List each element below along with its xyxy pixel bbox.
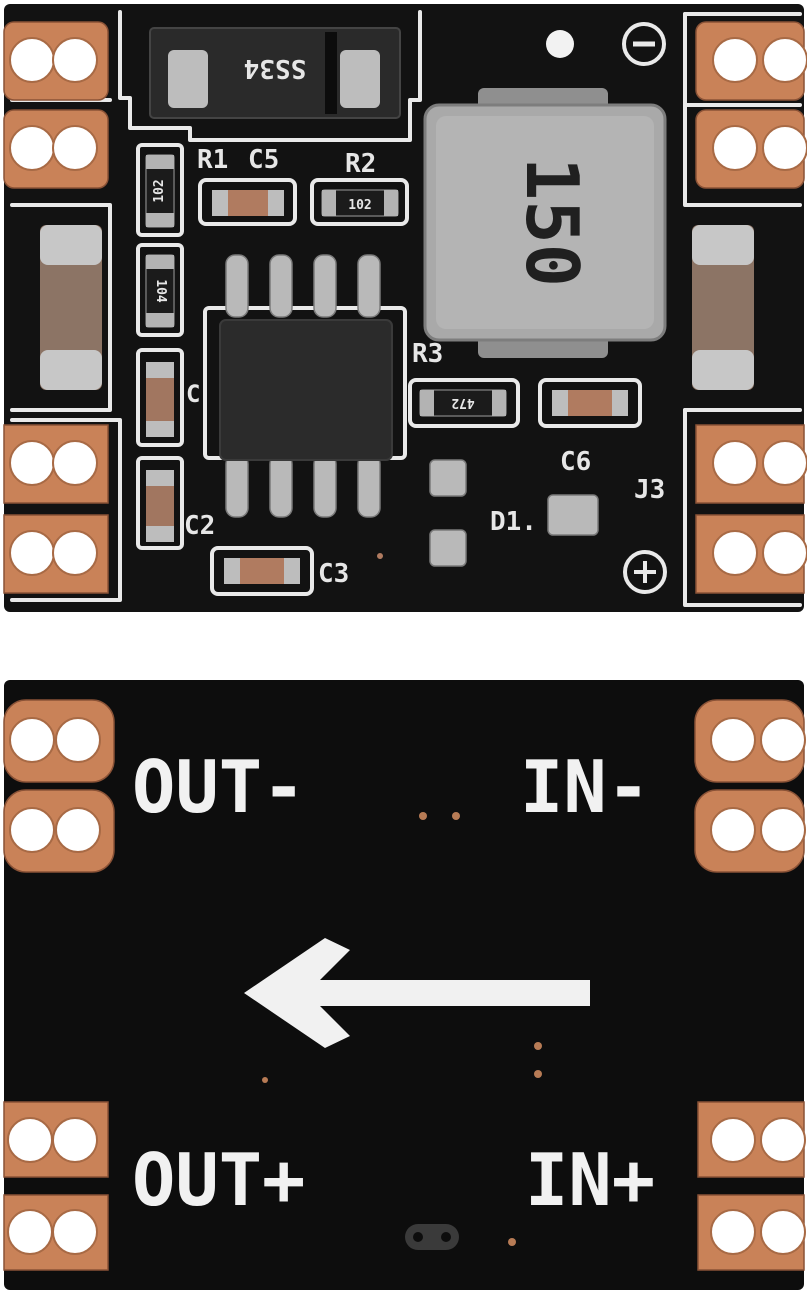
resistor-r3-marking: 472	[451, 395, 474, 410]
pad-group-right-bottom	[695, 424, 807, 594]
label-c2: C2	[184, 511, 215, 541]
label-r2: R2	[345, 149, 376, 179]
capacitor-left-large	[40, 225, 102, 390]
diode-d1-pads	[429, 459, 599, 567]
inductor-150: 150	[423, 88, 667, 358]
pad-group-left-bottom-bottomboard	[3, 1101, 109, 1271]
label-d1: D1.	[490, 507, 537, 537]
label-c-partial: C	[186, 380, 200, 408]
label-j3: J3	[634, 475, 665, 505]
pad-group-left-top-bottomboard	[3, 699, 115, 873]
inductor-marking: 150	[510, 157, 594, 287]
capacitor-c3	[224, 558, 300, 584]
vias	[262, 812, 542, 1246]
label-out-plus: OUT+	[132, 1138, 305, 1222]
label-in-minus: IN-	[520, 745, 650, 829]
pad-group-right-top	[695, 21, 807, 189]
pad-group-right-top-bottomboard	[694, 699, 806, 873]
ic-chip-soic8	[219, 254, 393, 518]
pin-one-dot	[546, 30, 574, 58]
label-r1: R1	[197, 145, 228, 175]
pcb-bottom-board: OUT- IN- OUT+ IN+	[3, 680, 806, 1290]
capacitor-small-left-1	[146, 362, 174, 437]
pad-group-left-top	[3, 21, 109, 189]
label-out-minus: OUT-	[132, 745, 305, 829]
resistor-r1-marking: 102	[152, 179, 167, 202]
resistor-mid-marking: 104	[153, 279, 168, 303]
diode-ss34: SS34	[149, 27, 401, 119]
resistor-104: 104	[145, 254, 175, 328]
resistor-r2: 102	[321, 189, 399, 217]
ic-pins-top	[225, 254, 381, 318]
label-r3: R3	[412, 339, 443, 369]
silkscreen-outlines	[10, 10, 802, 607]
left-arrow-icon	[244, 938, 590, 1048]
minus-polarity-icon	[622, 22, 666, 66]
pad-group-left-bottom	[3, 424, 109, 594]
diode-marking: SS34	[244, 53, 307, 83]
label-c5: C5	[248, 145, 279, 175]
via-pair	[405, 1224, 459, 1250]
capacitor-c5	[212, 190, 284, 216]
resistor-r1: 102	[145, 154, 175, 228]
resistor-r2-marking: 102	[348, 198, 371, 213]
capacitor-right-large	[692, 225, 754, 390]
plus-polarity-icon	[623, 550, 667, 594]
capacitor-small-left-2	[146, 470, 174, 542]
pad-group-right-bottom-bottomboard	[697, 1101, 806, 1271]
capacitor-c6	[552, 390, 628, 416]
pcb-top-board: SS34 150	[3, 4, 807, 612]
label-c6: C6	[560, 447, 591, 477]
label-in-plus: IN+	[525, 1138, 655, 1222]
resistor-r3: 472	[419, 389, 507, 417]
label-c3: C3	[318, 559, 349, 589]
